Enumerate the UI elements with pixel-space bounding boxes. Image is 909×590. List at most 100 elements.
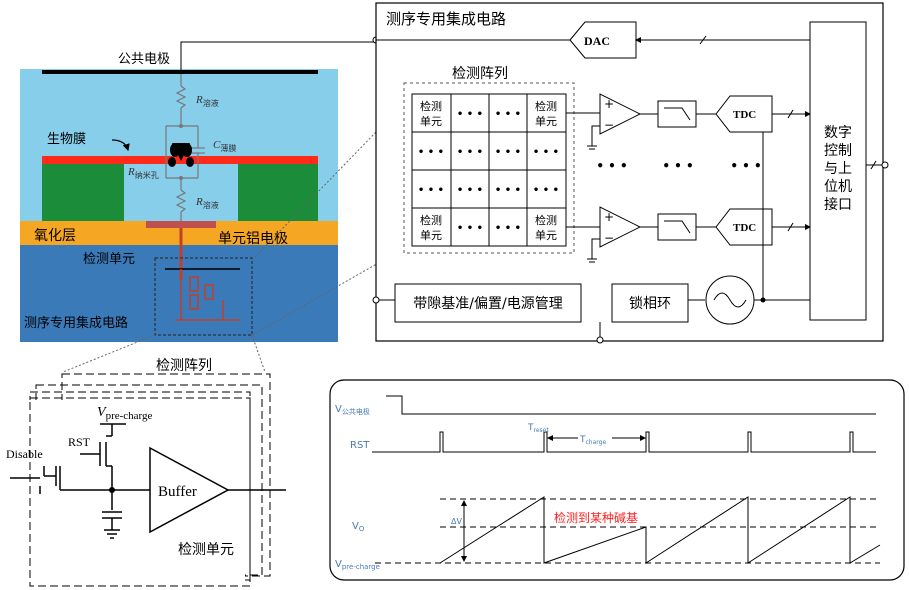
- chip-label: 测序专用集成电路: [24, 315, 128, 331]
- comp2-plus: +: [604, 210, 614, 224]
- rst-label: RST: [68, 435, 91, 449]
- buffer-amplifier: [149, 446, 230, 534]
- circuit-unit-label: 检测单元: [178, 542, 234, 558]
- cell-bl-line2: 单元: [420, 229, 442, 242]
- r-nanopore-label: R: [127, 166, 135, 178]
- svg-text:R纳米孔: R纳米孔: [127, 166, 159, 180]
- t-vo-label: V: [352, 521, 359, 532]
- svg-text:Vpre-charge: Vpre-charge: [97, 405, 153, 422]
- svg-text:VO: VO: [352, 521, 365, 533]
- array-dots-1-2: • • •: [495, 147, 521, 158]
- detect-unit-box: [154, 257, 253, 336]
- filter-1: [657, 100, 697, 128]
- common-electrode-label: 公共电极: [118, 52, 170, 67]
- common-electrode-bar: [42, 70, 318, 74]
- array-dots-2-2: • • •: [495, 185, 521, 196]
- vout-waveform: [439, 496, 881, 564]
- bio-membrane-label: 生物膜: [47, 132, 86, 147]
- cell-br-line1: 检测: [535, 213, 557, 227]
- detect-unit-label: 检测单元: [83, 252, 135, 267]
- comp1-minus: −: [604, 118, 614, 132]
- digital-label-3: 位机: [824, 179, 852, 195]
- svg-text:Vpre-charge: Vpre-charge: [335, 559, 380, 571]
- cell-tl-line2: 单元: [420, 115, 442, 128]
- cell-tl-line1: 检测: [420, 99, 442, 113]
- r-solution-top-label: R: [195, 94, 203, 106]
- bandgap-block: [394, 283, 582, 323]
- cell-bl-line1: 检测: [420, 213, 442, 227]
- c-membrane-label: C: [213, 139, 221, 151]
- cross-section: 公共电极 生物膜: [20, 52, 338, 342]
- array-dots-3-2: • • •: [495, 223, 521, 234]
- unit-al-electrode: [146, 221, 216, 228]
- buffer-label: Buffer: [158, 484, 197, 500]
- detect-base-label: 检测到某种碱基: [554, 510, 638, 525]
- array-dots-3-1: • • •: [457, 223, 483, 234]
- t-vcommon-label: V: [335, 404, 342, 415]
- comp2-minus: −: [604, 231, 614, 245]
- disable-label: Disable: [6, 447, 43, 461]
- digital-control-block: [809, 21, 867, 321]
- cell-tr-line1: 检测: [535, 99, 557, 113]
- svg-text:Treset: Treset: [527, 423, 549, 434]
- array-dots-1-0: • • •: [418, 147, 444, 158]
- t-vcommon-sub: 公共电极: [342, 407, 370, 416]
- array-dots-2-0: • • •: [418, 185, 444, 196]
- pillar-left: [42, 163, 124, 221]
- asic-substrate: [20, 245, 338, 342]
- digital-label-1: 控制: [824, 143, 852, 159]
- t-reset-label: T: [527, 423, 534, 433]
- array-dots-0-2: • • •: [495, 109, 521, 120]
- t-charge-sub: charge: [586, 439, 607, 446]
- timing-panel: [329, 379, 905, 581]
- vpre-sub: pre-charge: [106, 410, 153, 422]
- t-vpre-label: V: [335, 559, 342, 570]
- asic-block: 测序专用集成电路 DAC 检测阵列 检测 单元 检测 单元 检测 单元 检测 单…: [372, 2, 889, 344]
- t-vo-sub: O: [359, 525, 365, 533]
- array-dots-2-1: • • •: [457, 185, 483, 196]
- comparator-1: + −: [587, 93, 642, 150]
- array-dots-1-1: • • •: [457, 147, 483, 158]
- r-solution-top-sub: 溶液: [203, 98, 219, 108]
- al-electrode-label: 单元铝电极: [218, 231, 288, 247]
- filter-2: [657, 213, 697, 241]
- svg-text:C薄膜: C薄膜: [213, 139, 236, 153]
- unit-dashed-frame: [29, 397, 251, 587]
- asic-title: 测序专用集成电路: [386, 10, 506, 28]
- svg-text:V公共电极: V公共电极: [335, 404, 370, 416]
- array-dots-1-3: • • •: [533, 147, 559, 158]
- array-ellipsis: • • • • • • • • • • • • • • • • • • • • • • • •…: [418, 109, 559, 234]
- svg-text:R溶液: R溶液: [195, 196, 219, 210]
- array-dots-0-1: • • •: [457, 109, 483, 120]
- pll-block: [611, 283, 689, 323]
- t-charge-label: T: [579, 435, 586, 445]
- t-reset-sub: reset: [534, 427, 550, 434]
- c-membrane-sub: 薄膜: [220, 143, 236, 153]
- array-title: 检测阵列: [452, 66, 508, 82]
- cell-br-line2: 单元: [535, 229, 557, 242]
- array-dots-2-3: • • •: [533, 185, 559, 196]
- dots-tdc: • • •: [730, 159, 761, 173]
- array-dashed-frame: [403, 82, 575, 254]
- tdc-1-label: TDC: [733, 109, 756, 121]
- circuit-array-title: 检测阵列: [156, 358, 212, 374]
- r-nanopore-sub: 纳米孔: [135, 170, 159, 180]
- svg-text:Tcharge: Tcharge: [579, 435, 606, 446]
- tdc-2-label: TDC: [733, 222, 756, 234]
- t-vpre-sub: pre-charge: [342, 563, 380, 571]
- pixel-circuit: 检测阵列 Vpre-charge: [5, 358, 286, 587]
- digital-label-0: 数字: [824, 125, 852, 141]
- dots-comp: • • •: [596, 159, 627, 173]
- r-solution-bottom-sub: 溶液: [203, 200, 219, 210]
- comp1-plus: +: [604, 97, 614, 111]
- pillar-right: [238, 163, 318, 221]
- r-solution-bottom-label: R: [195, 196, 203, 208]
- vpre-label: V: [97, 405, 107, 420]
- oxide-layer-label: 氧化层: [34, 228, 76, 244]
- t-delta-v: ΔV: [451, 517, 462, 526]
- comparator-2: + −: [587, 206, 642, 263]
- bandgap-label: 带隙基准/偏置/电源管理: [413, 295, 562, 312]
- pll-label: 锁相环: [629, 296, 671, 312]
- dots-filter: • • •: [662, 159, 693, 173]
